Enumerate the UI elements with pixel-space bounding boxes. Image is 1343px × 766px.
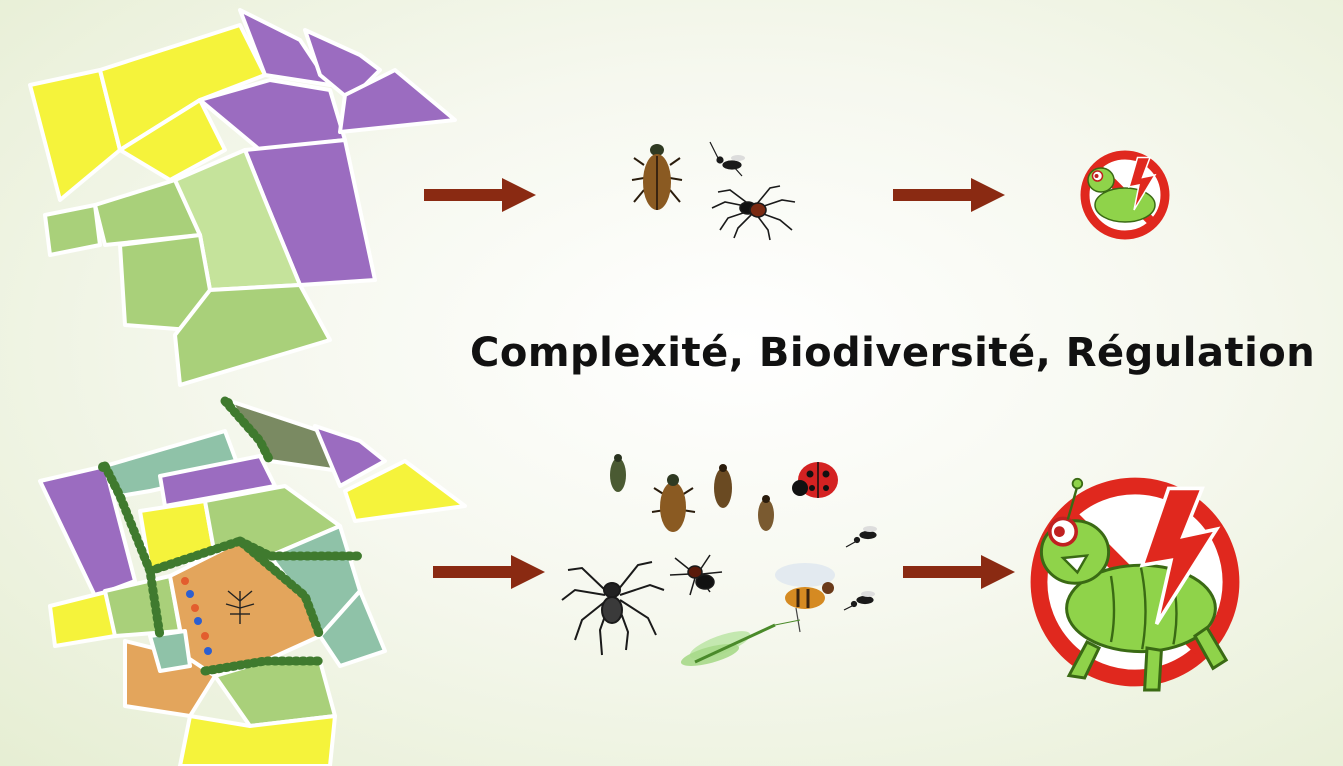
spider-icon xyxy=(711,185,796,241)
pest-stop-icon-small xyxy=(1080,150,1170,240)
arrow-icon xyxy=(903,555,1015,589)
flower-strip xyxy=(181,577,212,655)
beetle-icon xyxy=(631,144,683,210)
arrow-icon xyxy=(433,555,545,589)
field-yellow xyxy=(98,23,267,152)
field-purple xyxy=(313,424,387,488)
ladybird-icon xyxy=(792,462,838,498)
lacewing-icon xyxy=(680,619,801,666)
beetle-icon xyxy=(714,464,732,508)
field-yellow xyxy=(178,714,337,766)
field-teal xyxy=(148,629,192,673)
natural-enemies-simple xyxy=(631,141,796,241)
wasp-icon xyxy=(709,141,745,177)
arrow-icon xyxy=(424,178,536,212)
natural-enemies-complex xyxy=(561,454,877,666)
beetle-icon xyxy=(610,454,626,492)
tree-icon xyxy=(225,590,255,624)
spider-icon xyxy=(561,561,665,656)
field-purple xyxy=(338,68,457,134)
slide-title: Complexité, Biodiversité, Régulation xyxy=(470,330,1316,376)
spider-icon xyxy=(669,554,723,596)
field-yellow xyxy=(343,459,467,523)
hoverfly-icon xyxy=(775,563,835,633)
field-yellow xyxy=(118,98,227,182)
field-teal xyxy=(318,589,387,668)
wasp-icon xyxy=(843,591,875,611)
field-grass xyxy=(173,283,332,387)
wasp-icon xyxy=(845,526,877,548)
arrow-icon xyxy=(893,178,1005,212)
beetle-icon xyxy=(758,495,774,531)
complex-landscape-map xyxy=(38,396,467,766)
field-grass xyxy=(43,203,102,257)
field-purple xyxy=(38,464,137,598)
beetle-icon xyxy=(651,474,696,532)
simple-landscape-map xyxy=(28,8,457,387)
pest-stop-icon-large xyxy=(1030,477,1240,692)
hedgerows xyxy=(100,396,365,676)
